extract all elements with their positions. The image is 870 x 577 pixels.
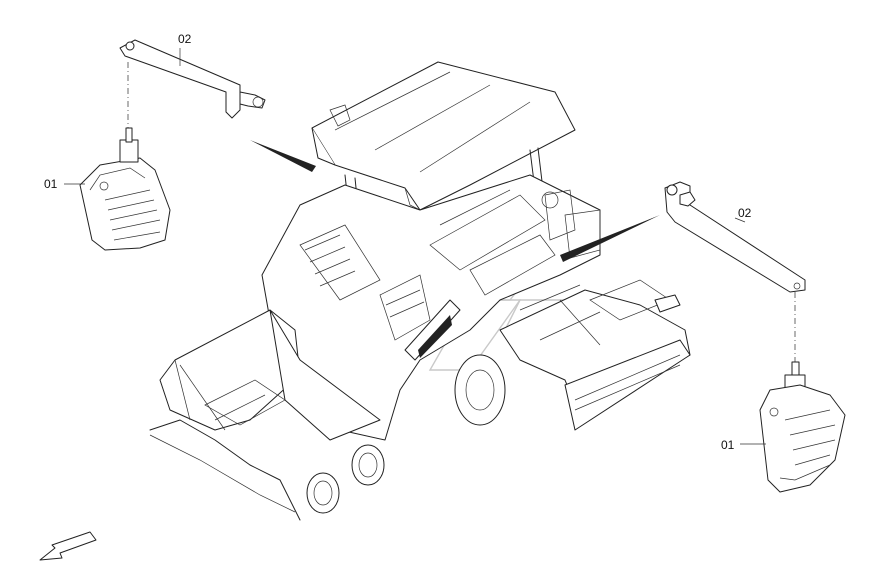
left-bracket: [119, 39, 266, 119]
callout-bracket-right: 02: [738, 206, 752, 220]
pointer-left: [250, 140, 316, 172]
front-direction-arrow-icon: [39, 531, 97, 561]
right-work-lamp: [740, 361, 846, 493]
leader-right-bracket: [734, 217, 746, 223]
pointer-right: [560, 215, 660, 262]
callout-bracket-left: 02: [178, 32, 192, 46]
callout-lamp-left: 01: [44, 177, 58, 191]
callout-lamp-right: 01: [721, 438, 735, 452]
paver-machine: [149, 61, 691, 521]
front-wheel: [306, 444, 385, 514]
right-bracket: [664, 181, 806, 293]
left-work-lamp: [64, 127, 171, 251]
